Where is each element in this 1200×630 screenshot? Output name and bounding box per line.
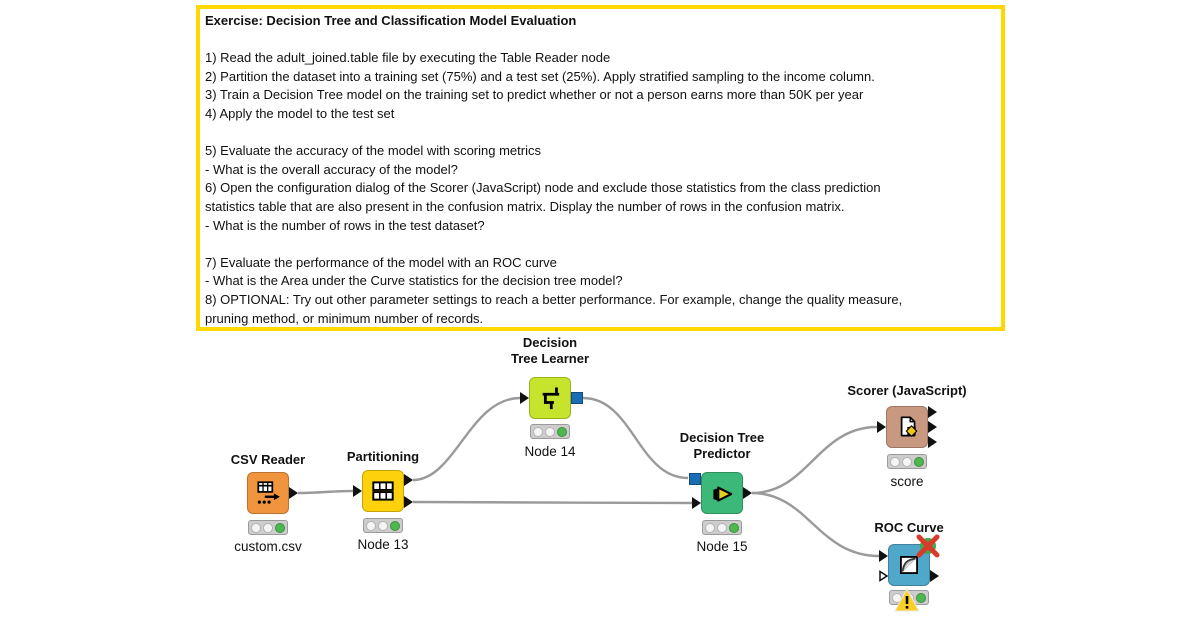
node-caption: custom.csv (234, 539, 302, 554)
light-green (557, 426, 567, 437)
annotation-body: 1) Read the adult_joined.table file by e… (205, 31, 995, 327)
node-csv-reader[interactable]: CSV Reader custom.csv (231, 452, 305, 554)
node-title: ROC Curve (874, 520, 944, 535)
output-port-icon[interactable] (930, 570, 939, 582)
node-scorer-javascript[interactable]: Scorer (JavaScript) (847, 383, 966, 489)
node-decision-tree-predictor[interactable]: Decision Tree Predictor Node 15 (680, 430, 765, 554)
traffic-light (248, 520, 288, 535)
node-title: Scorer (JavaScript) (847, 383, 967, 398)
model-input-port-icon[interactable] (689, 473, 701, 485)
light-yellow (545, 426, 555, 437)
node-body[interactable] (247, 472, 289, 514)
model-output-port-icon[interactable] (571, 392, 583, 404)
wire-partitioning-learner[interactable] (412, 396, 521, 482)
input-port-icon[interactable] (879, 550, 888, 562)
annotation-line: 5) Evaluate the accuracy of the model wi… (205, 143, 541, 159)
node-title: Partitioning (346, 449, 420, 464)
wire-learner-predictor[interactable] (582, 396, 689, 480)
optional-input-port-icon[interactable] (879, 570, 889, 582)
output-port-bottom-icon[interactable] (404, 496, 413, 508)
light-green (275, 522, 285, 533)
light-red (251, 522, 261, 533)
node-title: CSV Reader (230, 452, 306, 467)
light-red (892, 592, 902, 603)
input-port-icon[interactable] (692, 497, 701, 509)
node-title: Decision Tree Learner (510, 335, 590, 366)
light-green (916, 592, 926, 603)
warning-icon (894, 587, 920, 612)
light-red (705, 522, 715, 533)
document-star-icon (900, 416, 918, 438)
light-yellow (378, 520, 388, 531)
csv-table-icon (257, 481, 280, 504)
annotation-line: statistics table that are also present i… (205, 198, 845, 214)
light-green (729, 522, 739, 533)
wire-partitioning-predictor[interactable] (412, 500, 693, 505)
decision-tree-icon (542, 387, 560, 410)
annotation-line: - What is the overall accuracy of the mo… (205, 161, 458, 177)
output-port-2-icon[interactable] (928, 421, 937, 433)
light-red (890, 456, 900, 467)
annotation-line: 4) Apply the model to the test set (205, 105, 395, 121)
annotation-line: - What is the number of rows in the test… (205, 217, 485, 233)
node-body[interactable] (362, 470, 404, 512)
node-title: Decision Tree Predictor (679, 430, 765, 461)
node-caption: Node 15 (696, 539, 748, 554)
light-yellow (263, 522, 273, 533)
node-body[interactable] (886, 406, 928, 448)
output-port-icon[interactable] (289, 487, 298, 499)
workflow-annotation[interactable]: Exercise: Decision Tree and Classificati… (196, 5, 1005, 331)
annotation-title: Exercise: Decision Tree and Classificati… (205, 13, 577, 28)
annotation-line: 1) Read the adult_joined.table file by e… (205, 50, 611, 66)
annotation-line: 7) Evaluate the performance of the model… (205, 254, 557, 270)
node-body[interactable] (529, 377, 571, 419)
annotation-line: pruning method, or minimum number of rec… (205, 310, 484, 326)
wire-predictor-scorer[interactable] (751, 425, 878, 495)
light-red (533, 426, 543, 437)
output-port-icon[interactable] (743, 487, 752, 499)
light-green (914, 456, 924, 467)
node-partitioning[interactable]: Partitioning Node 13 (347, 449, 419, 552)
annotation-line: 6) Open the configuration dialog of the … (205, 180, 881, 196)
predictor-arrow-icon (713, 486, 733, 502)
light-red (366, 520, 376, 531)
annotation-line: 3) Train a Decision Tree model on the tr… (205, 87, 864, 103)
output-port-3-icon[interactable] (928, 436, 937, 448)
traffic-light (530, 424, 570, 439)
light-yellow (717, 522, 727, 533)
input-port-icon[interactable] (877, 421, 886, 433)
wire-predictor-roc[interactable] (751, 491, 880, 558)
light-yellow (902, 456, 912, 467)
traffic-light (702, 520, 742, 535)
traffic-light (363, 518, 403, 533)
annotation-line: 8) OPTIONAL: Try out other parameter set… (205, 291, 903, 307)
roc-chart-icon (900, 556, 918, 574)
input-port-icon[interactable] (353, 485, 362, 497)
node-roc-curve[interactable]: ROC Curve (874, 520, 944, 612)
delete-cross-icon[interactable] (915, 533, 941, 559)
wire-csvreader-partitioning[interactable] (297, 489, 354, 495)
input-port-icon[interactable] (520, 392, 529, 404)
light-green (390, 520, 400, 531)
output-port-top-icon[interactable] (404, 474, 413, 486)
annotation-line: - What is the Area under the Curve stati… (205, 273, 623, 289)
node-caption: score (890, 474, 924, 489)
traffic-light (887, 454, 927, 469)
node-caption: Node 14 (524, 444, 576, 459)
annotation-line: 2) Partition the dataset into a training… (205, 68, 875, 84)
node-decision-tree-learner[interactable]: Decision Tree Learner Node 14 (511, 335, 589, 459)
node-body[interactable] (701, 472, 743, 514)
output-port-1-icon[interactable] (928, 406, 937, 418)
node-caption: Node 13 (357, 537, 409, 552)
partition-tables-icon (372, 481, 394, 501)
